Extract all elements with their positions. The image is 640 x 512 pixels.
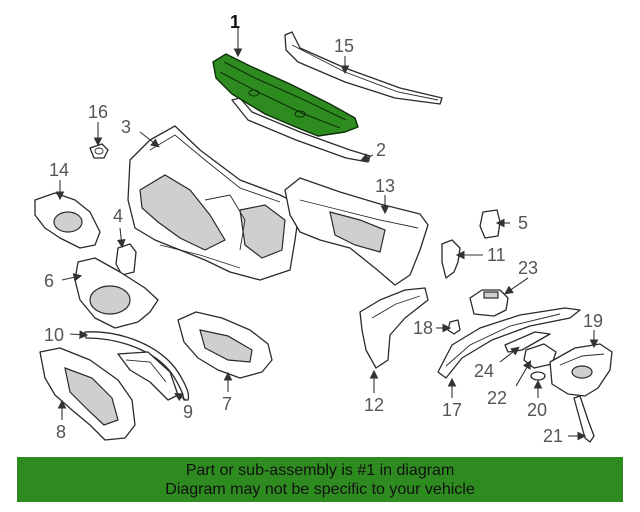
part-10-seal[interactable] xyxy=(84,331,190,401)
part-9-trim[interactable] xyxy=(117,351,179,401)
callout-2: 2 xyxy=(376,140,386,160)
callout-3: 3 xyxy=(121,117,131,137)
callout-17: 17 xyxy=(442,400,462,420)
callout-20: 20 xyxy=(527,400,547,420)
part-21-hose[interactable] xyxy=(573,395,595,443)
leader-lines xyxy=(55,28,599,441)
callout-9: 9 xyxy=(183,402,193,422)
part-23-module[interactable] xyxy=(469,289,509,317)
callout-labels: 1 2 3 4 5 6 7 8 9 10 11 12 13 14 15 16 1… xyxy=(44,12,603,446)
part-3-dash-panel[interactable] xyxy=(127,125,301,281)
callout-21: 21 xyxy=(543,426,563,446)
parts-diagram: 1 2 3 4 5 6 7 8 9 10 11 12 13 14 15 16 1… xyxy=(34,12,613,446)
part-17-rail[interactable] xyxy=(437,307,581,379)
callout-4: 4 xyxy=(113,206,123,226)
part-11-bracket[interactable] xyxy=(441,239,461,279)
callout-19: 19 xyxy=(583,311,603,331)
callout-5: 5 xyxy=(518,213,528,233)
callout-13: 13 xyxy=(375,176,395,196)
part-1-cowl-panel[interactable] xyxy=(212,53,359,137)
notice-line-1: Part or sub-assembly is #1 in diagram xyxy=(185,462,455,479)
part-4-bracket[interactable] xyxy=(115,243,137,276)
callout-11: 11 xyxy=(487,245,506,265)
notice-line-2: Diagram may not be specific to your vehi… xyxy=(165,481,475,498)
diagram-notice-banner: Part or sub-assembly is #1 in diagram Di… xyxy=(17,457,623,502)
callout-24: 24 xyxy=(474,361,494,381)
callout-16: 16 xyxy=(88,102,108,122)
callout-10: 10 xyxy=(44,325,64,345)
part-14-bracket[interactable] xyxy=(34,192,101,249)
part-5-bracket[interactable] xyxy=(479,209,501,239)
callout-23: 23 xyxy=(518,258,538,278)
part-12-pillar[interactable] xyxy=(359,287,429,369)
part-18-clip[interactable] xyxy=(447,319,461,335)
callout-14: 14 xyxy=(49,160,69,180)
part-6-trim[interactable] xyxy=(74,257,159,329)
part-8-wheel-liner[interactable] xyxy=(39,347,136,441)
part-13-cross-panel[interactable] xyxy=(284,177,429,286)
callout-18: 18 xyxy=(413,318,433,338)
callout-12: 12 xyxy=(364,395,384,415)
part-16-clip[interactable] xyxy=(89,143,109,159)
callout-6: 6 xyxy=(44,271,54,291)
part-19-reservoir[interactable] xyxy=(549,343,613,397)
callout-8: 8 xyxy=(56,422,66,442)
callout-7: 7 xyxy=(222,394,232,414)
part-15-seal[interactable] xyxy=(284,31,443,105)
callout-22: 22 xyxy=(487,388,507,408)
part-20-grommet[interactable] xyxy=(530,371,546,381)
part-7-inner-panel[interactable] xyxy=(177,311,273,379)
callout-1: 1 xyxy=(230,12,240,32)
callout-15: 15 xyxy=(334,36,354,56)
